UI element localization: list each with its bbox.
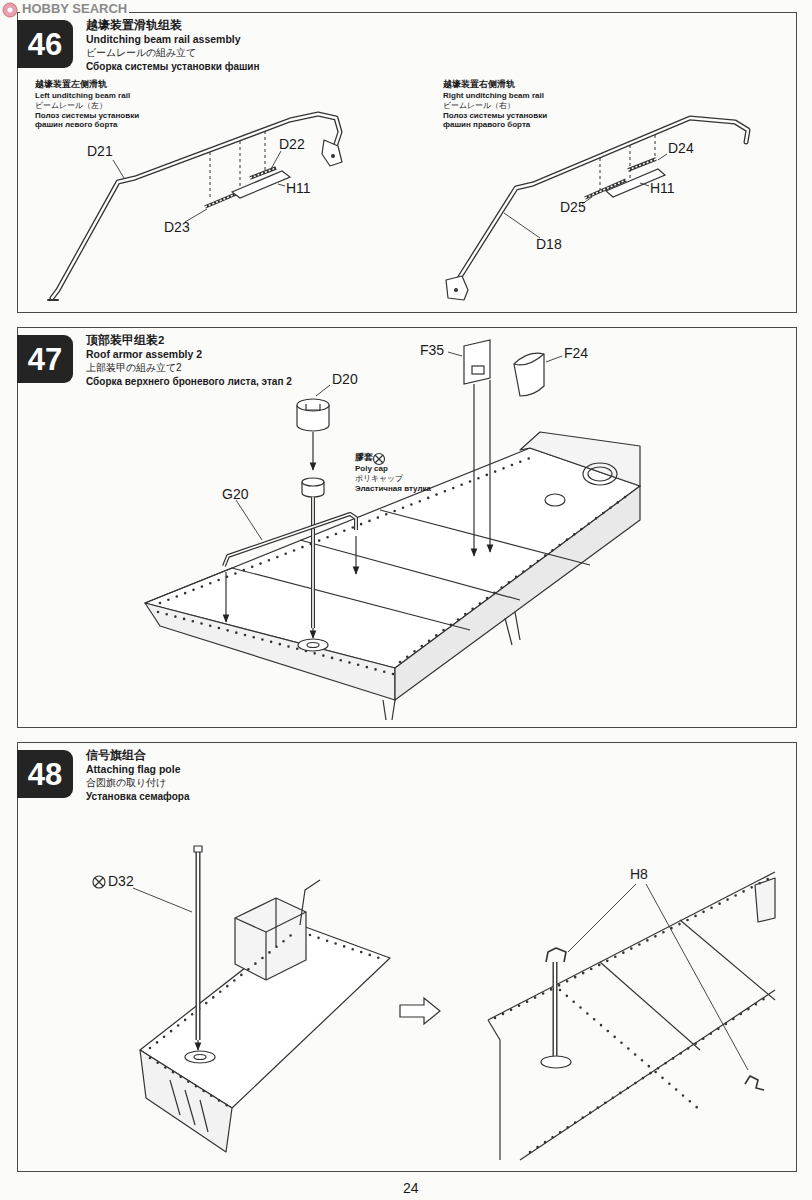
- step-title: 信号旗组合: [86, 749, 146, 762]
- poly-cap-note: Poly cap: [355, 464, 388, 473]
- sub-title: Полоз системы установки фашин правого бо…: [443, 111, 555, 129]
- step-title: 越壕装置滑轨组装: [86, 19, 182, 32]
- right-rail-parts: [504, 135, 667, 238]
- hull-front: [133, 846, 390, 1152]
- part-number: D22: [279, 136, 305, 152]
- right-rail: [446, 118, 748, 300]
- step-number: 46: [17, 20, 73, 68]
- step-panel: 信号旗组合Attaching flag pole 合図旗の取り付け Установк…: [17, 742, 797, 1172]
- poly-cap-note: 膠套: [355, 453, 373, 463]
- watermark-logo: [3, 3, 17, 17]
- step-title: Attaching flag pole: [86, 763, 181, 775]
- hull-detail: [488, 872, 775, 1160]
- step-number: 47: [17, 335, 73, 383]
- no-glue-symbol: [93, 876, 105, 888]
- sub-title: ビームレール（右）: [443, 101, 515, 110]
- poly-cap-note: ポリキャップ: [355, 474, 403, 483]
- step-title: Сборка верхнего броневого листа, этап 2: [86, 376, 292, 388]
- part-number: D20: [332, 371, 358, 387]
- step-title: Unditching beam rail assembly: [86, 33, 241, 45]
- no-glue-symbol: [374, 454, 385, 465]
- part-number: G20: [222, 486, 248, 502]
- part-number: F35: [420, 342, 444, 358]
- part-number: D25: [560, 199, 586, 215]
- part-number: H11: [650, 180, 675, 196]
- sub-title: ビームレール（左）: [35, 101, 107, 110]
- part-number: D18: [536, 236, 562, 252]
- part-number: D21: [87, 143, 113, 159]
- page-number: 24: [403, 1180, 419, 1196]
- poly-cap-note: Эластичная втулка: [355, 484, 431, 493]
- sub-title: 越壕装置左侧滑轨: [35, 80, 107, 90]
- sub-title: 越壕装置右侧滑轨: [443, 80, 515, 90]
- step-title: ビームレールの組み立て: [86, 47, 196, 59]
- part-number: H8: [630, 866, 648, 882]
- sub-title: Right unditching beam rail: [443, 91, 544, 100]
- part-number: D23: [164, 219, 190, 235]
- step-title: Roof armor assembly 2: [86, 348, 202, 360]
- part-number: H11: [286, 180, 311, 196]
- sub-title: Left unditching beam rail: [35, 91, 130, 100]
- step-title: 合図旗の取り付け: [86, 777, 166, 789]
- step-number-text: 46: [28, 29, 62, 60]
- step-arrow: [400, 998, 440, 1024]
- step-title: Сборка системы установки фашин: [86, 61, 260, 73]
- step-number-text: 47: [28, 344, 62, 375]
- step-title: 上部装甲の組み立て2: [86, 362, 182, 374]
- watermark: HOBBY SEARCH: [20, 2, 129, 17]
- left-rail-parts: [113, 131, 290, 222]
- step-number-text: 48: [28, 759, 62, 790]
- sub-title: Полоз системы установки фашин левого бор…: [35, 111, 147, 129]
- step-title: Установка семафора: [86, 791, 189, 803]
- step-panel: 越壕装置滑轨组装Unditching beam rail assembly ビーム…: [17, 12, 797, 313]
- hull-roof: [145, 432, 640, 720]
- step-panel: 顶部装甲组装2Roof armor assembly 2 上部装甲の組み立て2Сб…: [17, 327, 797, 728]
- left-rail: [48, 114, 342, 300]
- step-title: 顶部装甲组装2: [86, 334, 164, 347]
- part-number: F24: [564, 345, 588, 361]
- part-number: D32: [108, 873, 134, 889]
- step-number: 48: [17, 750, 73, 798]
- part-number: D24: [668, 140, 694, 156]
